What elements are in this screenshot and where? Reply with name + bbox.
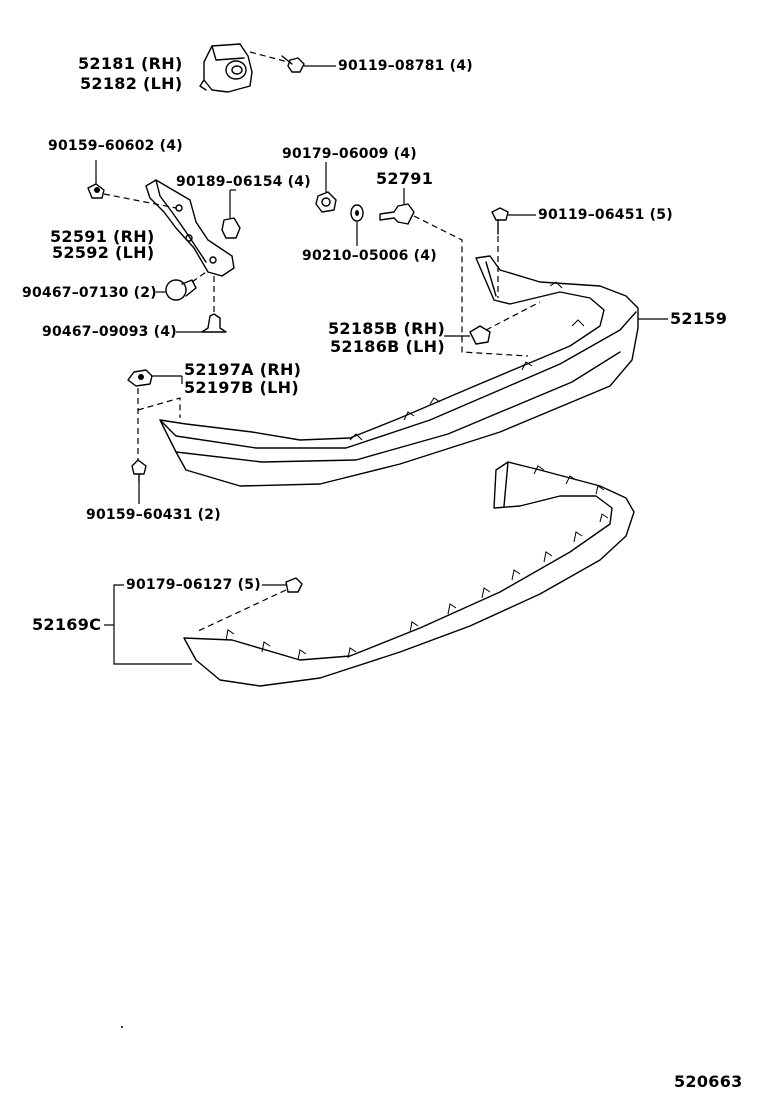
- leader-52169C: [113, 584, 192, 665]
- figure-code: 520663: [674, 1072, 743, 1091]
- part-stay-52197A: [127, 369, 153, 387]
- label-52159: 52159: [670, 309, 728, 328]
- label-52185B: 52185B (RH): [328, 319, 446, 338]
- label-90179-06009: 90179–06009 (4): [282, 146, 417, 162]
- part-bolt-90119-06451: [491, 207, 509, 235]
- part-rivet-90467-09093: [201, 313, 227, 333]
- label-90189-06154: 90189–06154 (4): [176, 174, 311, 190]
- part-clip-52791: [379, 203, 415, 225]
- part-washer-90210-05006: [350, 204, 364, 222]
- part-bolt-90159-60602: [87, 183, 105, 199]
- label-90159-60602: 90159–60602 (4): [48, 138, 183, 154]
- part-clip-90179-06127: [285, 577, 303, 593]
- dash-60602: [103, 193, 177, 209]
- dash-bracket-bolt: [249, 51, 289, 63]
- part-bumper-cover-52159: [159, 255, 639, 487]
- label-52592: 52592 (LH): [52, 243, 155, 262]
- part-bolt-90159-60431: [131, 459, 147, 483]
- label-52197B: 52197B (LH): [184, 378, 299, 397]
- label-90467-09093: 90467–09093 (4): [42, 324, 177, 340]
- part-side-bracket-52591: [145, 179, 235, 277]
- label-52181: 52181 (RH): [78, 54, 183, 73]
- label-52197A: 52197A (RH): [184, 360, 302, 379]
- dash-52197-side: [137, 397, 181, 418]
- label-52186B: 52186B (LH): [330, 337, 445, 356]
- part-nut-90179-06009: [315, 191, 337, 213]
- stray-dot: [121, 1026, 123, 1028]
- dash-06127: [195, 589, 287, 633]
- label-52169C: 52169C: [32, 615, 102, 634]
- label-90210-05006: 90210–05006 (4): [302, 248, 437, 264]
- part-clip-90189-06154: [221, 217, 241, 239]
- dash-07130: [191, 271, 207, 283]
- part-bracket-52181: [199, 43, 253, 93]
- label-90467-07130: 90467–07130 (2): [22, 285, 157, 301]
- dash-52185B: [485, 301, 541, 331]
- label-90179-06127: 90179–06127 (5): [126, 577, 261, 593]
- part-retainer-52185B: [469, 325, 491, 345]
- label-90159-60431: 90159–60431 (2): [86, 507, 221, 523]
- label-52791: 52791: [376, 169, 434, 188]
- part-bolt-90119-08781: [281, 55, 305, 73]
- label-90119-08781: 90119–08781 (4): [338, 58, 473, 74]
- part-grommet-90467-07130: [165, 279, 197, 301]
- label-90119-06451: 90119–06451 (5): [538, 207, 673, 223]
- label-52182: 52182 (LH): [80, 74, 183, 93]
- label-52591: 52591 (RH): [50, 227, 155, 246]
- part-lower-cover-52169C: [183, 461, 635, 687]
